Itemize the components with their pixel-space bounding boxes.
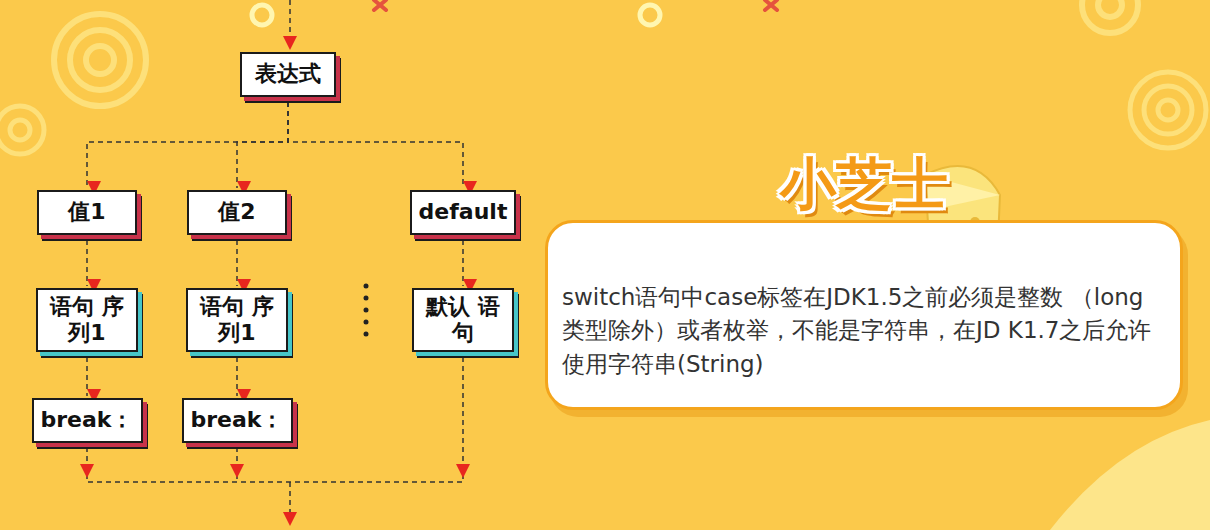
process-box: 表达式: [240, 52, 336, 97]
process-box: break：: [182, 398, 293, 443]
box-label: 默认 语句: [420, 294, 506, 347]
ellipsis-dots: [364, 284, 369, 337]
ring-decoration: [0, 0, 1206, 154]
box-label: 值1: [68, 199, 105, 225]
box-label: break：: [41, 407, 134, 433]
flow-connector: [86, 240, 88, 286]
box-label: 值2: [218, 199, 255, 225]
box-label: break：: [191, 407, 284, 433]
note-panel: 小芝士switch语句中case标签在JDK1.5之前必须是整数 （long类型…: [545, 220, 1183, 410]
box-label: 语句 序列1: [194, 294, 280, 347]
flow-connector: [288, 102, 463, 188]
box-label: 语句 序列1: [44, 294, 130, 347]
flow-connector: [236, 357, 238, 396]
panel-heading: 小芝士: [548, 153, 1180, 215]
process-box: 值1: [37, 190, 137, 235]
panel-text: switch语句中case标签在JDK1.5之前必须是整数 （long类型除外）…: [562, 281, 1164, 381]
process-box: 语句 序列1: [36, 288, 138, 352]
process-box: 值2: [187, 190, 287, 235]
process-box: 语句 序列1: [186, 288, 288, 352]
flow-line: [87, 0, 463, 518]
arrow-head: [80, 36, 470, 526]
cross-decoration: [374, 0, 777, 10]
flow-connector: [87, 102, 288, 188]
process-box: default: [410, 190, 517, 235]
process-box: 默认 语句: [412, 288, 514, 352]
corner-blob: [1050, 420, 1210, 530]
flow-connector: [86, 357, 88, 396]
flow-connector: [462, 240, 464, 286]
flow-connector: [236, 240, 238, 286]
process-box: break：: [32, 398, 143, 443]
flow-connector: [237, 102, 288, 188]
box-label: 表达式: [255, 61, 321, 87]
box-label: default: [419, 199, 508, 225]
